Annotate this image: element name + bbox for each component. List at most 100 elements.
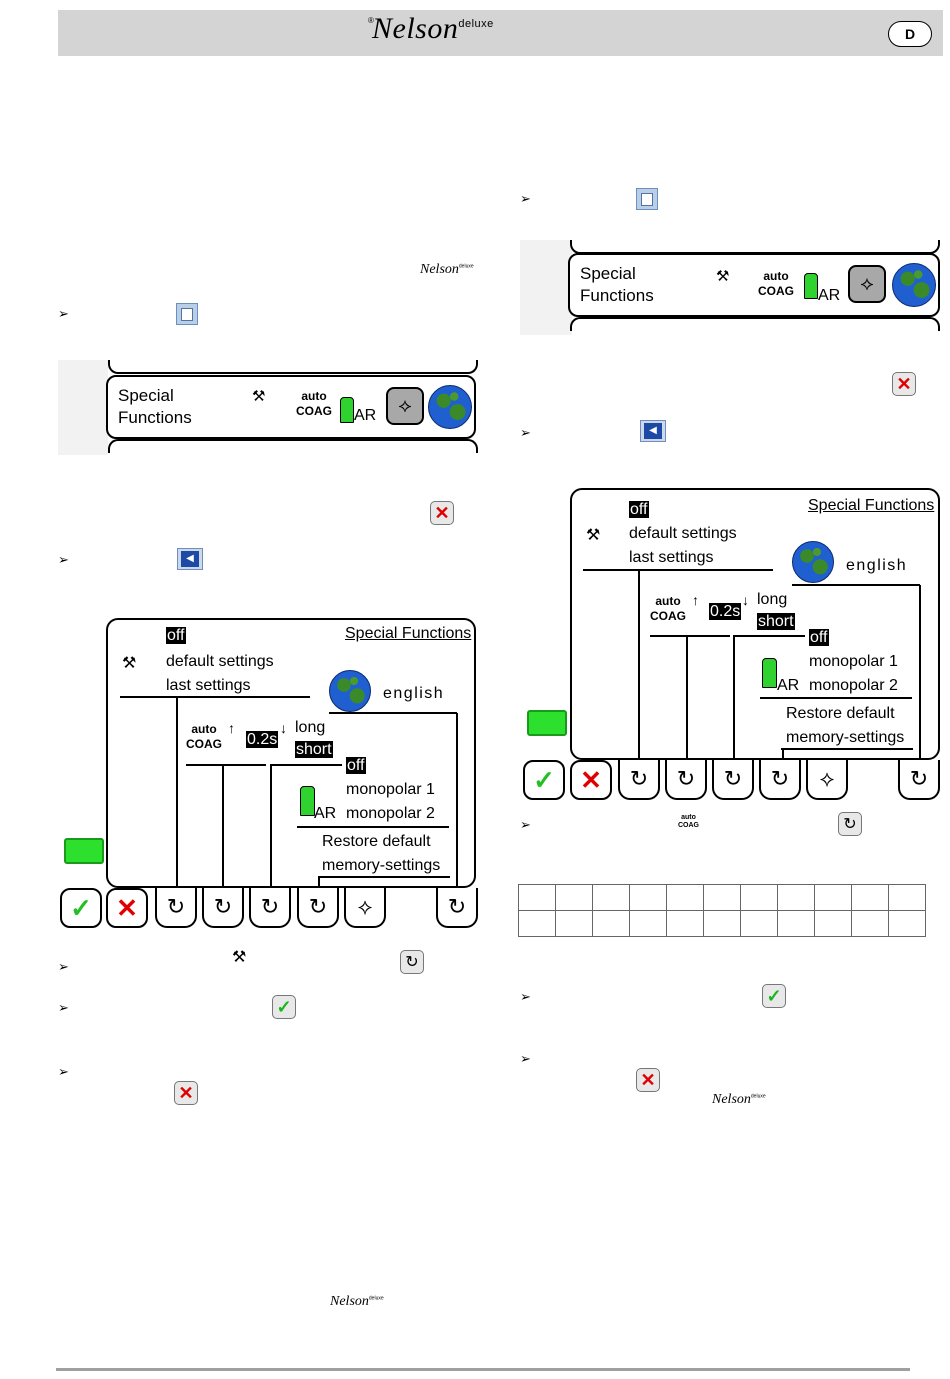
settings-table xyxy=(518,884,926,937)
option-monopolar-2: monopolar 2 xyxy=(809,677,898,694)
globe-icon xyxy=(329,670,371,712)
confirm-key-icon: ✓ xyxy=(272,995,296,1019)
handpiece-icon: ⚒ xyxy=(122,655,137,672)
time-value: 0.2s xyxy=(246,731,279,748)
rotate-softkey-4[interactable]: ↻ xyxy=(759,760,801,800)
cancel-softkey[interactable]: ✕ xyxy=(570,760,612,800)
bullet-arrow: ➢ xyxy=(58,552,69,567)
rotate-softkey-3[interactable]: ↻ xyxy=(249,888,291,928)
connector xyxy=(318,877,320,887)
panel-bracket-top xyxy=(570,240,940,254)
option-monopolar-2: monopolar 2 xyxy=(346,805,435,822)
bullet-arrow: ➢ xyxy=(58,306,69,321)
ar-label: AR xyxy=(818,287,841,304)
bullet-arrow: ➢ xyxy=(58,959,69,974)
special-functions-menu xyxy=(106,618,476,888)
connector xyxy=(733,636,735,759)
panel-bracket-bottom xyxy=(570,317,940,331)
menu-heading: Special Functions xyxy=(345,625,472,642)
menu-heading: Special Functions xyxy=(808,497,935,514)
option-off: off xyxy=(629,501,649,518)
brand-logo: Nelsondeluxe xyxy=(372,12,494,45)
panel-bracket-bottom xyxy=(108,439,478,453)
bullet-arrow: ➢ xyxy=(520,989,531,1004)
bullet-arrow: ➢ xyxy=(520,1051,531,1066)
rotate-softkey-1[interactable]: ↻ xyxy=(618,760,660,800)
rotate-softkey-2[interactable]: ↻ xyxy=(202,888,244,928)
up-arrow-icon: ↑ xyxy=(228,720,235,736)
connector xyxy=(686,636,688,759)
rotate-key-icon: ↻ xyxy=(400,950,424,974)
rotate-softkey-1[interactable]: ↻ xyxy=(155,888,197,928)
up-arrow-icon: ↑ xyxy=(692,592,699,608)
bullet-arrow: ➢ xyxy=(520,191,531,206)
bullet-arrow: ➢ xyxy=(520,817,531,832)
panel-bracket-top xyxy=(108,360,478,374)
separator xyxy=(329,712,457,714)
down-arrow-icon: ↓ xyxy=(742,592,749,608)
option-last-settings: last settings xyxy=(166,677,251,694)
diamond-softkey[interactable]: ⟡ xyxy=(344,888,386,928)
argon-bottle-icon xyxy=(804,273,818,299)
separator xyxy=(781,748,913,750)
connector xyxy=(270,765,272,887)
separator xyxy=(318,876,450,878)
option-last-settings: last settings xyxy=(629,549,714,566)
option-default-settings: default settings xyxy=(629,525,737,542)
separator xyxy=(186,764,266,766)
option-off: off xyxy=(166,627,186,644)
table-row xyxy=(518,884,926,911)
rotate-softkey-2[interactable]: ↻ xyxy=(665,760,707,800)
language-value: english xyxy=(846,557,908,574)
rotate-softkey-5[interactable]: ↻ xyxy=(898,760,940,800)
globe-icon xyxy=(792,541,834,583)
connector xyxy=(222,765,224,887)
argon-bottle-icon xyxy=(762,658,777,688)
cancel-key-icon: ✕ xyxy=(636,1068,660,1092)
menu-key-icon xyxy=(636,188,658,210)
ar-label: AR xyxy=(314,805,337,822)
separator xyxy=(733,635,805,637)
cancel-key-icon: ✕ xyxy=(174,1081,198,1105)
separator xyxy=(583,569,773,571)
inline-logo: Nelsondeluxe xyxy=(712,1092,766,1107)
bullet-arrow: ➢ xyxy=(58,1000,69,1015)
rotate-softkey-3[interactable]: ↻ xyxy=(712,760,754,800)
argon-bottle-icon xyxy=(340,397,354,423)
argon-bottle-icon xyxy=(300,786,315,816)
mono-off: off xyxy=(346,757,366,774)
bullet-arrow: ➢ xyxy=(520,425,531,440)
separator xyxy=(760,697,912,699)
diamond-softkey[interactable]: ⟡ xyxy=(806,760,848,800)
panel-shadow xyxy=(520,240,572,335)
restore-line-1: Restore default xyxy=(322,833,431,850)
confirm-softkey[interactable]: ✓ xyxy=(60,888,102,928)
globe-icon xyxy=(428,385,472,429)
confirm-softkey[interactable]: ✓ xyxy=(523,760,565,800)
navigation-diamond-icon[interactable]: ⟡ xyxy=(386,387,424,425)
navigation-diamond-icon[interactable]: ⟡ xyxy=(848,265,886,303)
restore-line-2: memory-settings xyxy=(786,729,905,746)
connector xyxy=(638,570,640,759)
cancel-key-icon: ✕ xyxy=(892,372,916,396)
footer-rule xyxy=(56,1368,910,1371)
option-long: long xyxy=(295,719,326,736)
panel-shadow xyxy=(58,360,108,455)
connector xyxy=(456,713,458,887)
handpiece-icon: ⚒ xyxy=(252,388,266,405)
handpiece-icon: ⚒ xyxy=(232,949,247,966)
menu-key-icon xyxy=(176,303,198,325)
option-monopolar-1: monopolar 1 xyxy=(346,781,435,798)
option-default-settings: default settings xyxy=(166,653,274,670)
option-short: short xyxy=(295,741,333,758)
cancel-softkey[interactable]: ✕ xyxy=(106,888,148,928)
inline-logo: Nelsondeluxe xyxy=(420,262,474,277)
green-indicator-led xyxy=(527,710,567,736)
rotate-softkey-4[interactable]: ↻ xyxy=(297,888,339,928)
rotate-softkey-5[interactable]: ↻ xyxy=(436,888,478,928)
rotate-key-icon: ↻ xyxy=(838,812,862,836)
